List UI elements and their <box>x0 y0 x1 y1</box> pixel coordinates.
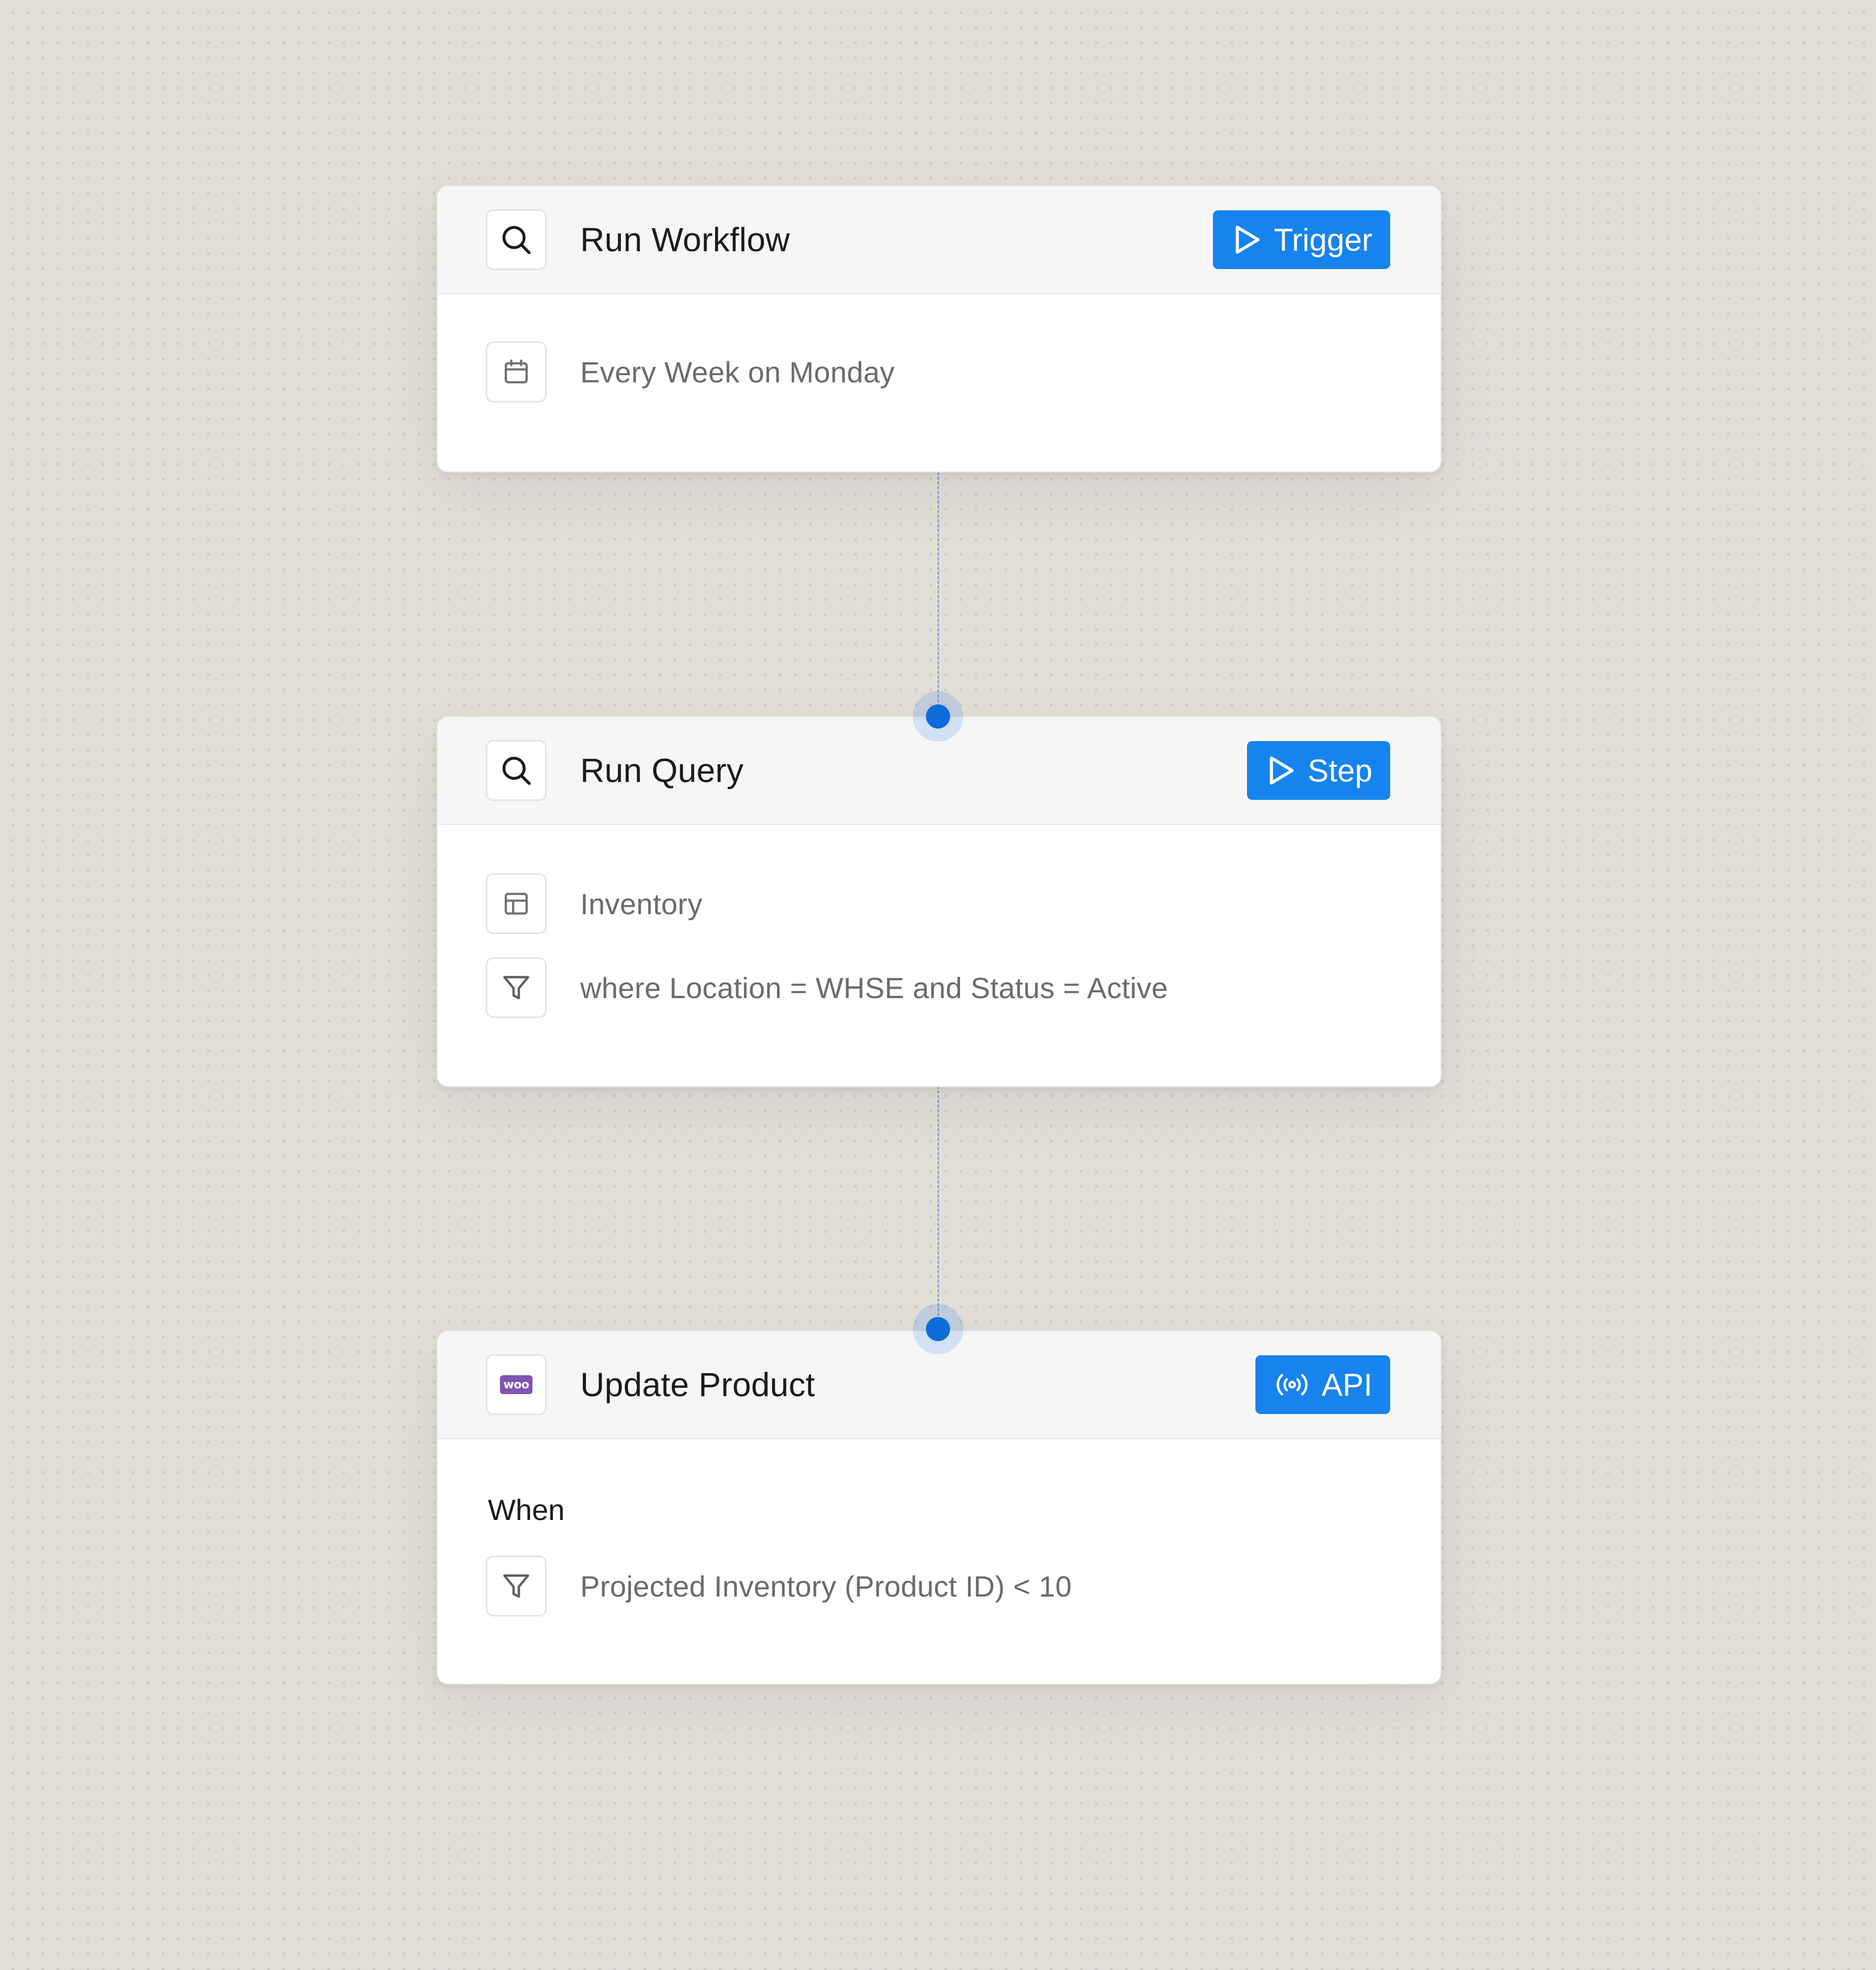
woocommerce-logo-icon: Woo <box>486 1354 547 1415</box>
connector-line-1 <box>937 472 939 716</box>
filter-icon <box>486 957 547 1018</box>
api-badge[interactable]: API <box>1255 1355 1390 1414</box>
badge-label: Trigger <box>1274 222 1372 258</box>
trigger-badge[interactable]: Trigger <box>1213 210 1390 269</box>
filter-text: where Location = WHSE and Status = Activ… <box>580 971 1168 1004</box>
condition-text: Projected Inventory (Product ID) < 10 <box>580 1569 1072 1603</box>
node-header: Run Workflow Trigger <box>438 186 1441 294</box>
search-icon <box>486 209 547 270</box>
table-name: Inventory <box>580 887 703 920</box>
node-title: Update Product <box>580 1366 815 1404</box>
calendar-icon <box>486 341 547 402</box>
condition-row: Projected Inventory (Product ID) < 10 <box>438 1556 1441 1616</box>
badge-label: Step <box>1307 753 1372 788</box>
node-title: Run Query <box>580 752 744 789</box>
play-icon <box>1233 224 1261 255</box>
table-row: Inventory <box>438 873 1441 934</box>
search-icon <box>486 740 547 801</box>
table-icon <box>486 873 547 934</box>
node-update-product[interactable]: Woo Update Product API When Projected In… <box>436 1330 1442 1685</box>
broadcast-icon <box>1275 1372 1309 1398</box>
schedule-text: Every Week on Monday <box>580 355 895 389</box>
filter-row: where Location = WHSE and Status = Activ… <box>438 957 1441 1018</box>
play-icon <box>1267 755 1295 786</box>
node-run-query[interactable]: Run Query Step Inventory where Location … <box>436 716 1442 1087</box>
connector-line-2 <box>937 1086 939 1330</box>
connector-port[interactable] <box>913 691 963 742</box>
schedule-row: Every Week on Monday <box>438 341 1441 402</box>
node-run-workflow[interactable]: Run Workflow Trigger Every Week on Monda… <box>436 185 1442 473</box>
when-label: When <box>488 1493 565 1526</box>
node-title: Run Workflow <box>580 221 790 259</box>
woocommerce-logo-text: Woo <box>503 1378 529 1391</box>
connector-port[interactable] <box>913 1304 963 1354</box>
step-badge[interactable]: Step <box>1246 741 1390 800</box>
filter-icon <box>486 1556 547 1616</box>
badge-label: API <box>1321 1367 1372 1402</box>
